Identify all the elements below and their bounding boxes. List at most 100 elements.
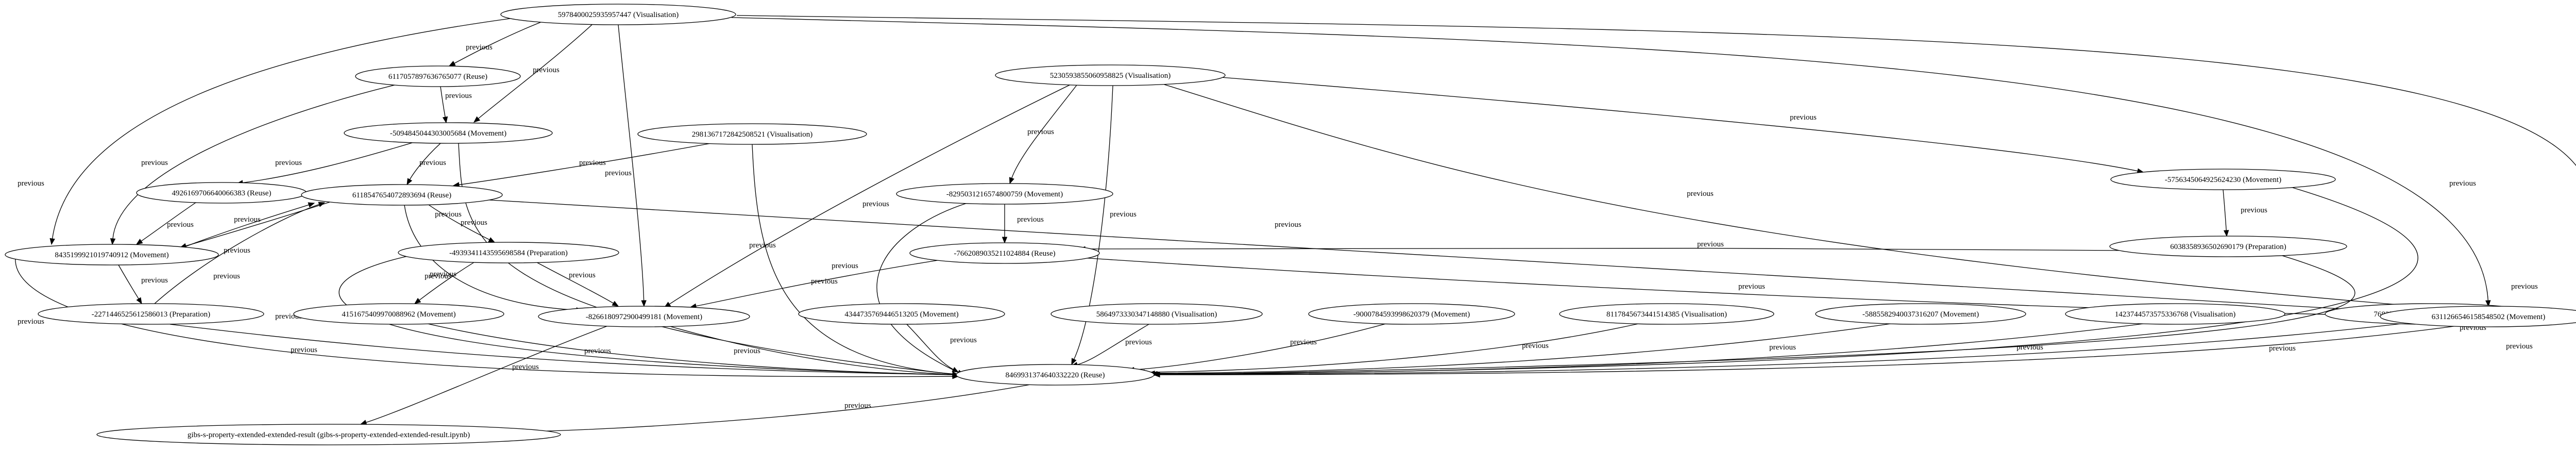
edge-n12-to-n14: previous <box>118 264 168 305</box>
arrowhead-icon <box>49 238 55 245</box>
graph-node-n18[interactable]: 5864973330347148880 (Visualisation) <box>1050 303 1263 325</box>
graph-node-n16[interactable]: -8266180972900499181 (Movement) <box>538 306 750 327</box>
edge-line <box>440 86 446 118</box>
arrowhead-icon <box>442 116 448 124</box>
graph-node-n17[interactable]: 4344735769446513205 (Movement) <box>798 303 1005 325</box>
graph-node-n1[interactable]: 5978400025935957447 (Visualisation) <box>500 4 736 25</box>
edge-n1-to-n24: previous <box>731 17 2491 307</box>
graph-node-n15[interactable]: 4151675409970088962 (Movement) <box>293 303 504 325</box>
node-label: 8435199921019740912 (Movement) <box>55 251 168 259</box>
arrowhead-icon <box>448 61 456 66</box>
edge-line <box>520 384 1031 433</box>
edge-label: previous <box>275 159 302 167</box>
graph-node-n25[interactable]: 8469931374640332220 (Reuse) <box>956 364 1155 386</box>
edge-n9-to-n24: previous <box>489 199 2386 314</box>
graph-node-n22[interactable]: 1423744573575336768 (Visualisation) <box>2065 303 2285 325</box>
graph-node-n8[interactable]: 4926169706640066383 (Reuse) <box>136 182 307 204</box>
edge-n14-to-n9: previous <box>154 202 326 304</box>
node-shape <box>538 306 750 327</box>
edge-label: previous <box>1738 282 1765 291</box>
edge-line <box>1157 323 2144 374</box>
edge-n17-to-n25: previous <box>906 324 977 373</box>
edge-n3-to-n9: previous <box>406 143 446 186</box>
node-shape <box>2109 236 2347 257</box>
edge-label: previous <box>291 346 317 354</box>
graph-node-n2[interactable]: 6117057897636765077 (Reuse) <box>355 65 521 87</box>
graph-node-n9[interactable]: 6118547654072893694 (Reuse) <box>301 184 503 206</box>
edge-label: previous <box>141 276 168 285</box>
graph-node-n3[interactable]: -5094845044303005684 (Movement) <box>344 122 553 144</box>
edge-n4-to-n16: previous <box>664 84 1072 308</box>
edge-label: previous <box>749 241 776 250</box>
edge-label: previous <box>141 159 168 167</box>
node-label: 4926169706640066383 (Reuse) <box>172 189 272 197</box>
node-shape <box>96 424 561 445</box>
graph-node-n5[interactable]: -5756345064925624230 (Movement) <box>2110 169 2336 190</box>
edge-line <box>454 20 547 64</box>
edge-label: previous <box>844 402 871 410</box>
arrowhead-icon <box>318 202 326 207</box>
graph-node-n26[interactable]: gibs-s-property-extended-extended-result… <box>96 424 561 445</box>
arrowhead-icon <box>1153 372 1160 378</box>
edge-line <box>118 264 139 300</box>
graph-node-n14[interactable]: -2271446525612586013 (Preparation) <box>38 303 264 325</box>
node-shape <box>956 364 1155 386</box>
graph-node-n7[interactable]: -8295031216574800759 (Movement) <box>896 183 1113 205</box>
edge-label: previous <box>466 43 493 52</box>
edge-line <box>154 204 319 304</box>
edge-label: previous <box>2511 282 2538 291</box>
edge-line <box>489 199 2380 312</box>
edge-line <box>52 18 511 239</box>
graph-node-n20[interactable]: 8117845673441514385 (Visualisation) <box>1559 303 1774 325</box>
graph-node-n13[interactable]: -4939341143595698584 (Preparation) <box>398 242 619 263</box>
node-shape <box>2110 169 2336 190</box>
arrowhead-icon <box>308 202 315 208</box>
arrowhead-icon <box>952 367 959 373</box>
edge-label: previous <box>419 159 446 167</box>
edge-line <box>409 143 441 180</box>
edge-n13-to-n16: previous <box>535 261 619 307</box>
edge-n4-to-n5: previous <box>1221 77 2144 174</box>
edge-label: previous <box>2269 344 2296 353</box>
graph-node-n24[interactable]: 6311266546158548502 (Movement) <box>2380 306 2576 327</box>
arrowhead-icon <box>473 116 481 123</box>
edge-line <box>1158 323 2401 375</box>
edge-layer: previous previous previous previous previous… <box>15 15 2576 435</box>
arrowhead-icon <box>2223 230 2229 237</box>
edge-n18-to-n25: previous <box>1071 324 1152 368</box>
node-shape <box>38 303 264 325</box>
edge-line <box>696 260 938 307</box>
edge-line <box>427 323 953 375</box>
edge-line <box>752 144 958 375</box>
edge-label: previous <box>584 347 611 355</box>
edge-label: previous <box>1790 113 1817 122</box>
edge-label: previous <box>167 221 194 229</box>
node-shape <box>1308 303 1515 325</box>
node-shape <box>798 303 1005 325</box>
edge-line <box>1011 85 1077 178</box>
node-shape <box>637 123 867 145</box>
node-label: -5094845044303005684 (Movement) <box>390 129 506 138</box>
graph-node-n12[interactable]: 8435199921019740912 (Movement) <box>5 244 219 265</box>
edge-line <box>1133 323 1386 370</box>
graph-node-n6[interactable]: 2981367172842508521 (Visualisation) <box>637 123 867 145</box>
graph-node-n10[interactable]: 6038358936502690179 (Preparation) <box>2109 236 2347 257</box>
edge-n5-to-n25: previous <box>1153 187 2538 378</box>
node-label: 5864973330347148880 (Visualisation) <box>1096 310 1217 319</box>
edge-n9-to-n13: previous <box>427 204 496 243</box>
edge-label: previous <box>234 215 261 224</box>
edge-line <box>478 24 593 119</box>
edge-label: previous <box>832 262 858 270</box>
node-label: 8117845673441514385 (Visualisation) <box>1606 310 1727 319</box>
node-label: -8266180972900499181 (Movement) <box>586 313 702 321</box>
edge-line <box>736 15 2576 167</box>
node-shape <box>398 242 619 263</box>
edge-n1-to-n2: previous <box>448 20 547 66</box>
node-shape <box>909 242 1100 264</box>
graph-node-n11[interactable]: -7662089035211024884 (Reuse) <box>909 242 1100 264</box>
edge-n22-to-n25: previous <box>1150 323 2144 377</box>
arrowhead-icon <box>110 238 116 245</box>
graph-node-n4[interactable]: 5230593855060958825 (Visualisation) <box>995 64 1226 86</box>
graph-node-n21[interactable]: -5885582940037316207 (Movement) <box>1815 303 2026 325</box>
graph-node-n19[interactable]: -9000784593998620379 (Movement) <box>1308 303 1515 325</box>
